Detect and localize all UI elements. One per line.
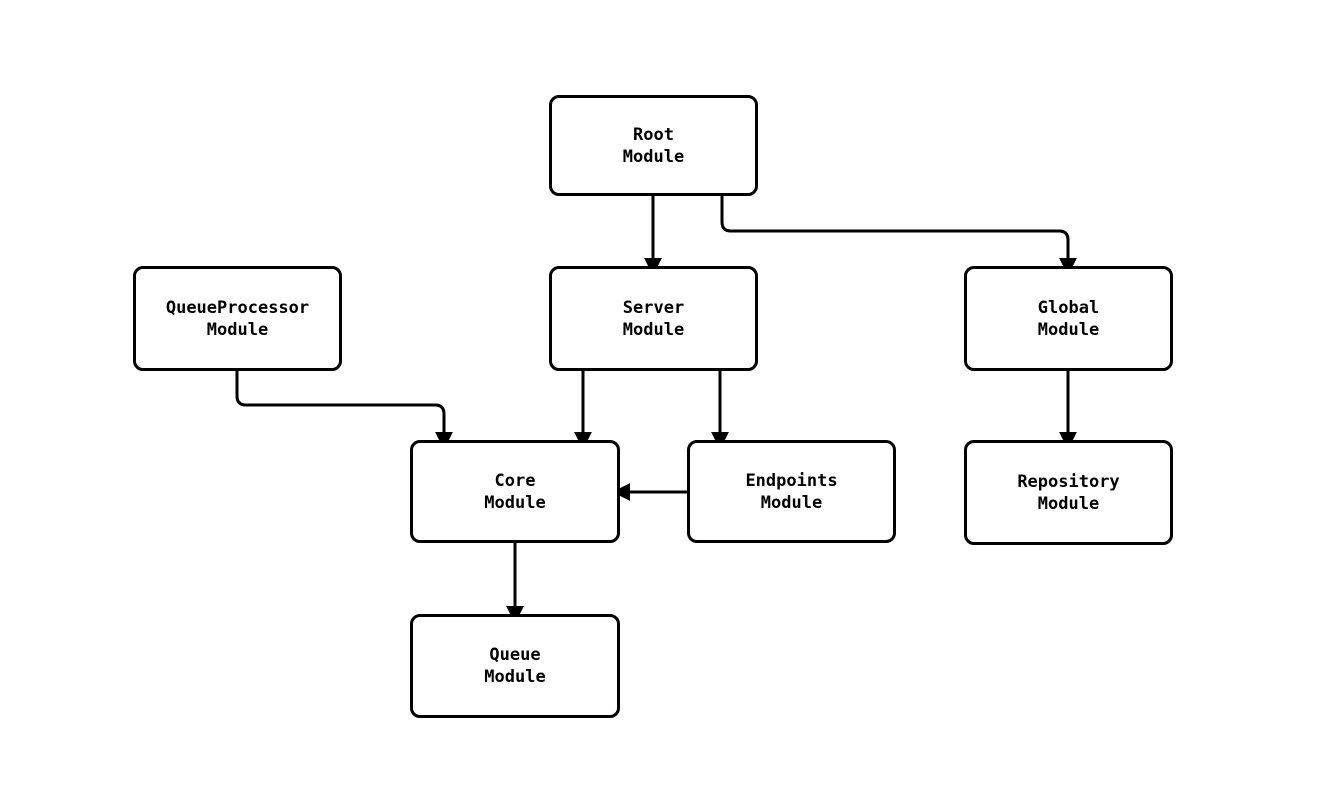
node-label-line2: Module bbox=[1037, 493, 1100, 514]
node-server-module[interactable]: Server Module bbox=[549, 266, 758, 371]
node-queue-module[interactable]: Queue Module bbox=[410, 614, 620, 718]
node-label-line1: Root bbox=[633, 124, 674, 145]
node-queueprocessor-module[interactable]: QueueProcessor Module bbox=[133, 266, 342, 371]
node-label-line2: Module bbox=[484, 667, 546, 687]
node-label-line2: Module bbox=[206, 319, 269, 340]
node-label-line1: Queue bbox=[489, 645, 541, 665]
node-label-line1: Global bbox=[1037, 297, 1100, 318]
node-label-line1: QueueProcessor bbox=[165, 297, 310, 318]
edge-root-to-global bbox=[720, 196, 1077, 276]
node-global-module[interactable]: Global Module bbox=[964, 266, 1173, 371]
edge-queueprocessor-to-core bbox=[235, 371, 453, 450]
node-label-line2: Module bbox=[622, 146, 685, 167]
node-core-module[interactable]: Core Module bbox=[410, 440, 620, 543]
node-root-module[interactable]: Root Module bbox=[549, 95, 758, 196]
node-label-line2: Module bbox=[1037, 319, 1100, 340]
node-label-line2: Module bbox=[622, 319, 685, 340]
node-label-line1: Server bbox=[622, 297, 685, 318]
node-label-line1: Core bbox=[494, 470, 536, 491]
node-label-line2: Module bbox=[760, 492, 823, 513]
node-endpoints-module[interactable]: Endpoints Module bbox=[687, 440, 896, 543]
node-label-line2: Module bbox=[484, 492, 546, 513]
node-label-line1: Repository bbox=[1017, 471, 1120, 492]
node-repository-module[interactable]: Repository Module bbox=[964, 440, 1173, 545]
node-label-line1: Endpoints bbox=[745, 470, 838, 491]
